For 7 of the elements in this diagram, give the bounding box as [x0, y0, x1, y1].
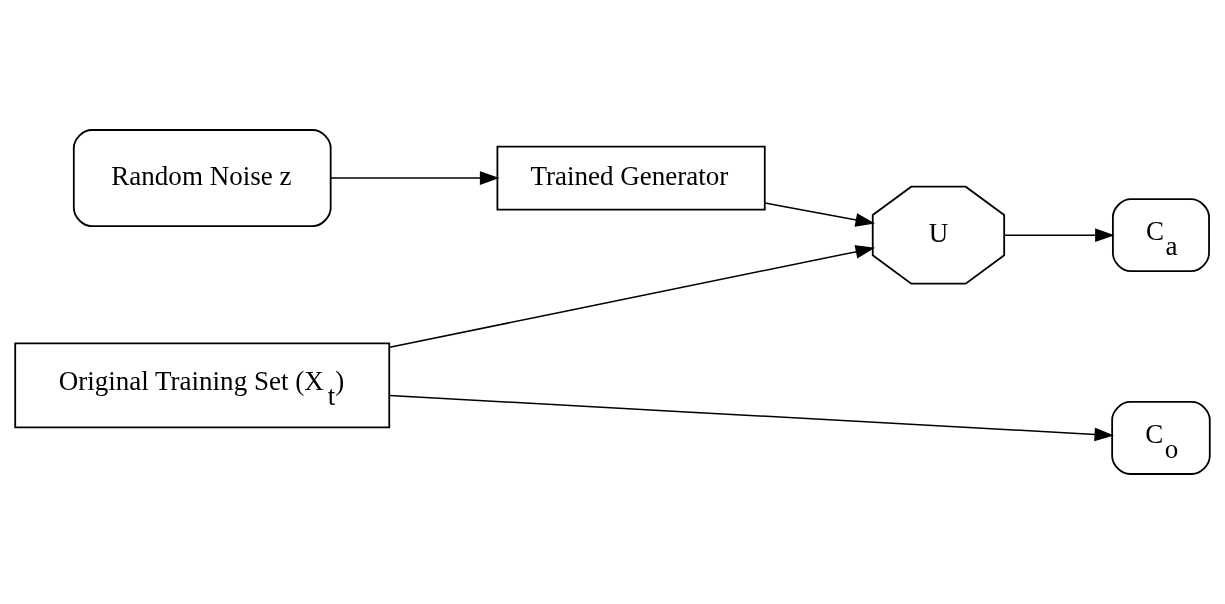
arrow — [764, 202, 876, 227]
arrow — [388, 394, 1115, 442]
arrow — [388, 245, 876, 348]
node-box: Trained Generator — [496, 145, 766, 211]
arrow — [330, 171, 500, 185]
arrow — [1003, 228, 1115, 242]
node-box: Random Noise z — [72, 129, 332, 228]
